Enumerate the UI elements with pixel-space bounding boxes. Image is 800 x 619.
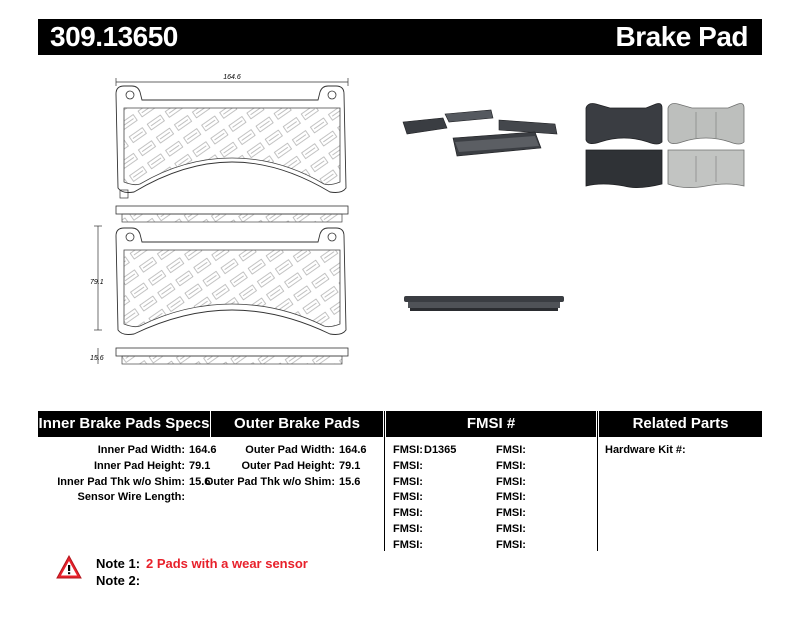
fmsi-label: FMSI: [496,491,526,503]
outer-thickness-label: Outer Pad Thk w/o Shim: [204,476,335,488]
fmsi-header: FMSI # [386,411,596,437]
fmsi-label: FMSI: [496,523,526,535]
inner-height-label: Inner Pad Height: [93,460,185,472]
inner-width-value: 164.6 [189,444,217,456]
fmsi-label: FMSI: [393,539,423,551]
warning-icon [56,555,82,579]
fmsi-label: FMSI: [393,507,423,519]
inner-specs-header: Inner Brake Pads Specs [38,411,210,437]
note-1-value: 2 Pads with a wear sensor [146,556,308,571]
fmsi-label: FMSI: [393,523,423,535]
outer-specs-header: Outer Brake Pads Specs [211,411,383,458]
fmsi-label: FMSI: [393,460,423,472]
fmsi-label: FMSI: [393,476,423,488]
column-divider [384,411,385,551]
fmsi-label: FMSI: [496,539,526,551]
outer-width-label: Outer Pad Width: [245,444,335,456]
outer-height-label: Outer Pad Height: [241,460,335,472]
thickness-dimension: 15.6 [90,355,104,362]
pad-front-back-photo [585,103,745,188]
outer-width-value: 164.6 [339,444,367,456]
sensor-wire-label: Sensor Wire Length: [77,491,185,503]
outer-height-value: 79.1 [339,460,361,472]
inner-height-value: 79.1 [189,460,211,472]
height-dimension: 79.1 [90,279,104,286]
outer-thickness-value: 15.6 [339,476,361,488]
hardware-kit-label: Hardware Kit #: [605,444,686,456]
fmsi-label: FMSI: [496,444,526,456]
note-2-label: Note 2: [96,573,141,588]
pad-set-photo [402,109,558,157]
fmsi-value: D1365 [424,444,457,456]
fmsi-label: FMSI: [496,460,526,472]
fmsi-label: FMSI: [496,476,526,488]
fmsi-label: FMSI: [393,491,423,503]
column-divider [597,411,598,551]
pad-side-photo [404,296,564,311]
fmsi-label: FMSI: [393,444,423,456]
part-number: 309.13650 [50,21,178,52]
product-category: Brake Pad [615,21,749,52]
pad-technical-drawing: 164.6 79.1 15.6 [90,74,349,365]
width-dimension: 164.6 [223,74,241,81]
inner-thickness-label: Inner Pad Thk w/o Shim: [57,476,185,488]
title-bar: 309.13650 Brake Pad [38,19,762,55]
fmsi-label: FMSI: [496,507,526,519]
inner-thickness-value: 15.6 [189,476,211,488]
related-parts-header: Related Parts [599,411,762,437]
note-1-label: Note 1: [96,556,141,571]
inner-width-label: Inner Pad Width: [97,444,185,456]
